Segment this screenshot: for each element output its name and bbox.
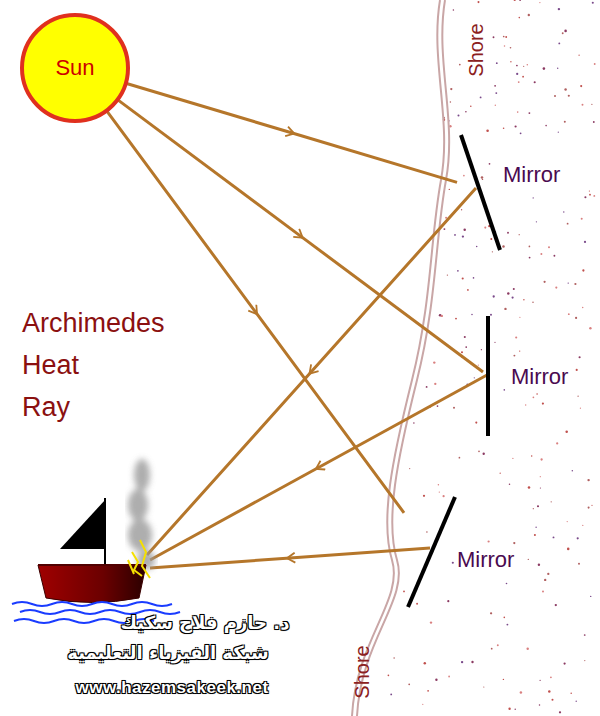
sun-circle: Sun xyxy=(20,13,130,123)
mirror-line xyxy=(457,133,504,253)
mirror-line xyxy=(404,494,459,610)
watermark: شبكة الفيزياء التعليمية xyxy=(67,642,269,663)
sun-ray xyxy=(126,83,457,182)
watermark: www.hazemsakeek.net xyxy=(75,678,268,698)
sun-label: Sun xyxy=(55,55,94,81)
shore-label: Shore xyxy=(465,23,488,76)
watermark: د. حازم فلاح سكيك xyxy=(121,612,290,633)
mirror-label: Mirror xyxy=(503,162,560,188)
sun-ray xyxy=(117,100,483,372)
sand-dots xyxy=(388,0,596,713)
mirror-label: Mirror xyxy=(511,364,568,390)
title-note: Archimedes Heat Ray xyxy=(22,303,192,429)
reflected-rays xyxy=(147,188,487,568)
mirror: Mirror xyxy=(483,314,493,438)
shore-label: Shore xyxy=(351,645,374,698)
mirror-label: Mirror xyxy=(457,547,514,573)
shore-line xyxy=(357,0,449,716)
shore-line xyxy=(352,0,444,716)
ship xyxy=(12,459,180,623)
mirror: Mirror xyxy=(457,133,504,253)
mirror: Mirror xyxy=(404,494,459,610)
mirror-line xyxy=(483,314,493,438)
